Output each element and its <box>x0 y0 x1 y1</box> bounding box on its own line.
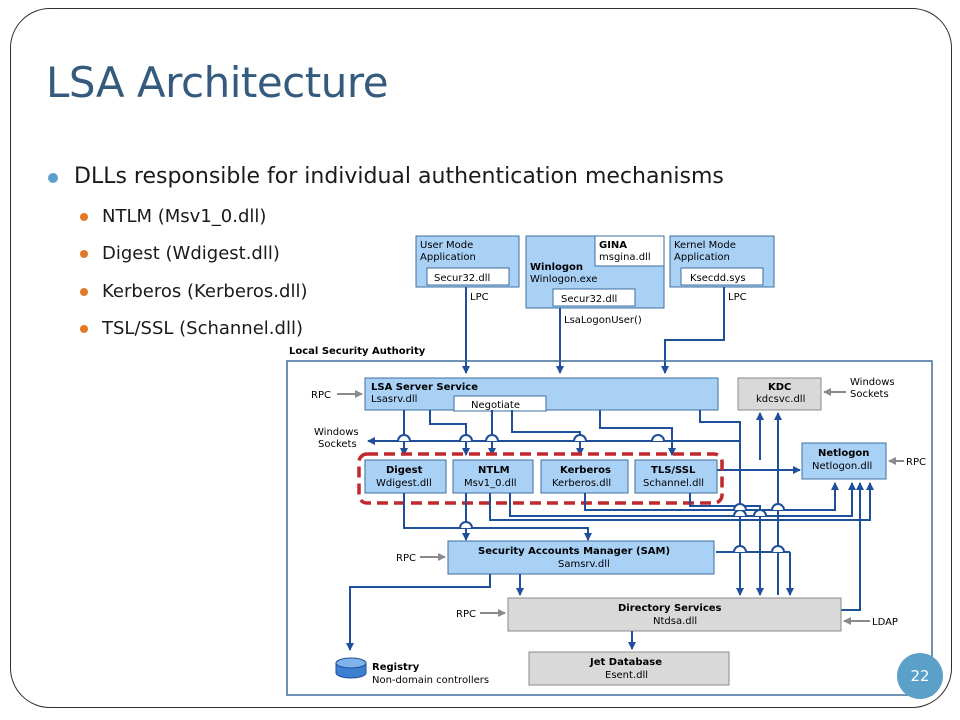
sub-bullet-text: Digest (Wdigest.dll) <box>102 243 280 264</box>
winlogon-secur32: Secur32.dll <box>561 294 617 305</box>
package-ntlm: NTLM Msv1_0.dll <box>452 459 534 494</box>
kdc-title: KDC <box>768 382 791 393</box>
lsa-server-title: LSA Server Service <box>371 382 478 393</box>
gina-title: GINA <box>599 240 627 251</box>
directory-services-box: Directory Services Ntdsa.dll <box>507 597 842 632</box>
sam-box: Security Accounts Manager (SAM) Samsrv.d… <box>447 540 715 575</box>
user-mode-secur32: Secur32.dll <box>434 273 490 284</box>
kernel-ksecdd: Ksecdd.sys <box>690 273 746 284</box>
netlogon-title: Netlogon <box>818 448 869 459</box>
netlogon-box: Netlogon Netlogon.dll <box>801 442 887 480</box>
user-mode-app-box: User Mode Application Secur32.dll <box>415 235 520 288</box>
ds-dll: Ntdsa.dll <box>653 616 697 627</box>
slide-title: LSA Architecture <box>46 58 389 107</box>
main-bullet: DLLs responsible for individual authenti… <box>48 164 724 189</box>
winlogon-box: GINA msgina.dll Winlogon Winlogon.exe Se… <box>525 235 665 309</box>
netlogon-dll: Netlogon.dll <box>812 461 872 472</box>
gina-dll: msgina.dll <box>599 252 651 263</box>
kernel-mode-line2: Application <box>674 252 730 263</box>
sub-bullet-kerberos: Kerberos (Kerberos.dll) <box>80 281 307 302</box>
sub-bullet-text: Kerberos (Kerberos.dll) <box>102 281 308 302</box>
package-tlsssl: TLS/SSL Schannel.dll <box>634 459 718 494</box>
registry-sub: Non-domain controllers <box>372 675 489 686</box>
winlogon-title: Winlogon <box>530 262 583 273</box>
rpc-label-ds: RPC <box>456 609 476 620</box>
ntlm-title: NTLM <box>478 465 510 476</box>
package-digest: Digest Wdigest.dll <box>364 459 447 494</box>
jet-title: Jet Database <box>589 657 662 668</box>
line-crossings-lower <box>459 503 785 553</box>
sub-bullet-tlsssl: TSL/SSL (Schannel.dll) <box>80 318 303 339</box>
lpc-label-right: LPC <box>728 292 747 303</box>
kerberos-title: Kerberos <box>560 465 611 476</box>
lsa-server-box: LSA Server Service Lsasrv.dll Negotiate <box>364 377 719 412</box>
negotiate-label: Negotiate <box>471 400 520 411</box>
slide-frame <box>10 8 952 708</box>
ws-right-line2: Sockets <box>850 389 889 400</box>
kdc-dll: kdcsvc.dll <box>756 394 805 405</box>
jet-database-box: Jet Database Esent.dll <box>528 651 730 686</box>
kdc-box: KDC kdcsvc.dll <box>737 377 822 411</box>
ws-right-line1: Windows <box>850 377 895 388</box>
rpc-label-sam: RPC <box>396 553 416 564</box>
kerberos-dll: Kerberos.dll <box>552 478 611 489</box>
winlogon-exe: Winlogon.exe <box>530 274 597 285</box>
lsa-frame <box>286 360 933 696</box>
tlsssl-dll: Schannel.dll <box>643 478 704 489</box>
lsalogonuser-label: LsaLogonUser() <box>564 315 642 326</box>
sam-dll: Samsrv.dll <box>558 559 610 570</box>
auth-packages-highlight <box>357 452 724 505</box>
tlsssl-title: TLS/SSL <box>651 465 696 476</box>
lpc-label-left: LPC <box>470 292 489 303</box>
ws-left-line2: Sockets <box>318 439 357 450</box>
line-crossings <box>397 434 665 442</box>
sam-title: Security Accounts Manager (SAM) <box>478 546 670 557</box>
digest-title: Digest <box>386 465 423 476</box>
jet-dll: Esent.dll <box>605 670 648 681</box>
ws-left-line1: Windows <box>314 427 359 438</box>
sub-bullet-ntlm: NTLM (Msv1_0.dll) <box>80 206 266 227</box>
ntlm-dll: Msv1_0.dll <box>464 478 517 489</box>
kernel-mode-line1: Kernel Mode <box>674 240 736 251</box>
sub-bullet-text: TSL/SSL (Schannel.dll) <box>102 318 303 339</box>
ds-title: Directory Services <box>618 603 722 614</box>
rpc-label-netlogon: RPC <box>906 457 926 468</box>
sub-bullet-text: NTLM (Msv1_0.dll) <box>102 206 267 227</box>
kernel-mode-app-box: Kernel Mode Application Ksecdd.sys <box>669 235 775 288</box>
lsa-frame-label: Local Security Authority <box>289 346 426 357</box>
lsa-server-dll: Lsasrv.dll <box>371 394 417 405</box>
page-number-badge: 22 <box>897 653 943 699</box>
package-kerberos: Kerberos Kerberos.dll <box>540 459 629 494</box>
ldap-label: LDAP <box>872 617 898 628</box>
main-bullet-text: DLLs responsible for individual authenti… <box>74 164 724 189</box>
user-mode-line2: Application <box>420 252 476 263</box>
registry-icon <box>335 657 367 679</box>
rpc-label-lsa: RPC <box>311 390 331 401</box>
sub-bullet-digest: Digest (Wdigest.dll) <box>80 243 280 264</box>
user-mode-line1: User Mode <box>420 240 473 251</box>
registry-title: Registry <box>372 662 420 673</box>
digest-dll: Wdigest.dll <box>376 478 432 489</box>
